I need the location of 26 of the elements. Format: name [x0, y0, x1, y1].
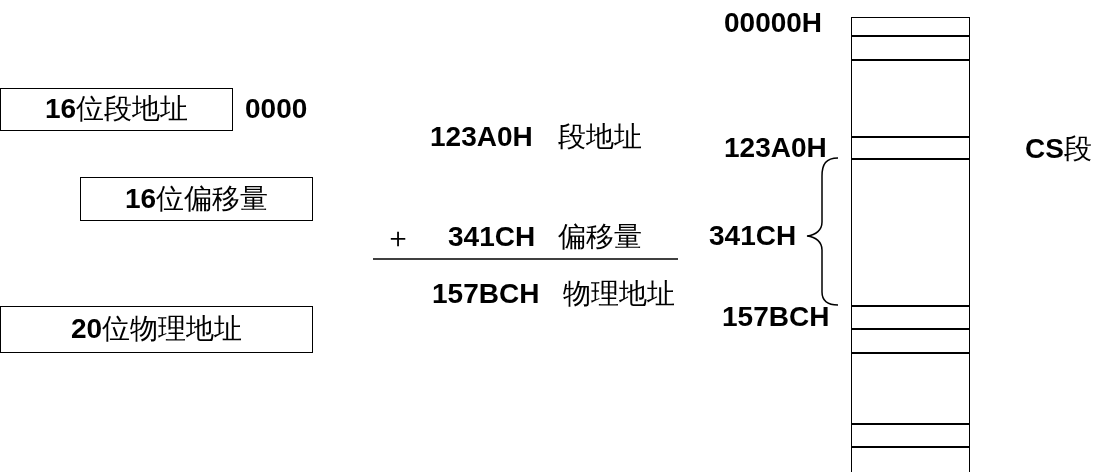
plus-sign: ＋ — [384, 221, 412, 255]
address-label: 157BCH — [722, 300, 830, 334]
segment-address-value: 123A0H — [430, 120, 533, 154]
memory-cell — [851, 136, 970, 160]
segment-name-label: CS段 — [1025, 132, 1092, 166]
memory-cell — [851, 328, 970, 354]
segment-address-box: 16位段地址 — [0, 88, 233, 131]
memory-cell — [851, 423, 970, 448]
memory-cell — [851, 158, 970, 307]
memory-cell — [851, 59, 970, 138]
memory-cell — [851, 352, 970, 425]
physical-address-box: 20位物理地址 — [0, 306, 313, 353]
physical-address-caption: 物理地址 — [563, 277, 675, 311]
appended-zeros-label: 0000 — [245, 92, 308, 126]
offset-box: 16位偏移量 — [80, 177, 313, 221]
offset-label: 341CH — [709, 219, 797, 253]
physical-address-value: 157BCH — [432, 277, 540, 311]
memory-cell — [851, 17, 970, 37]
address-label: 123A0H — [724, 131, 827, 165]
offset-value: 341CH — [448, 220, 536, 254]
memory-cell — [851, 35, 970, 61]
offset-caption: 偏移量 — [558, 220, 642, 254]
segment-address-caption: 段地址 — [558, 120, 642, 154]
address-label: 00000H — [724, 6, 823, 40]
memory-cell — [851, 305, 970, 330]
memory-cell — [851, 446, 970, 472]
